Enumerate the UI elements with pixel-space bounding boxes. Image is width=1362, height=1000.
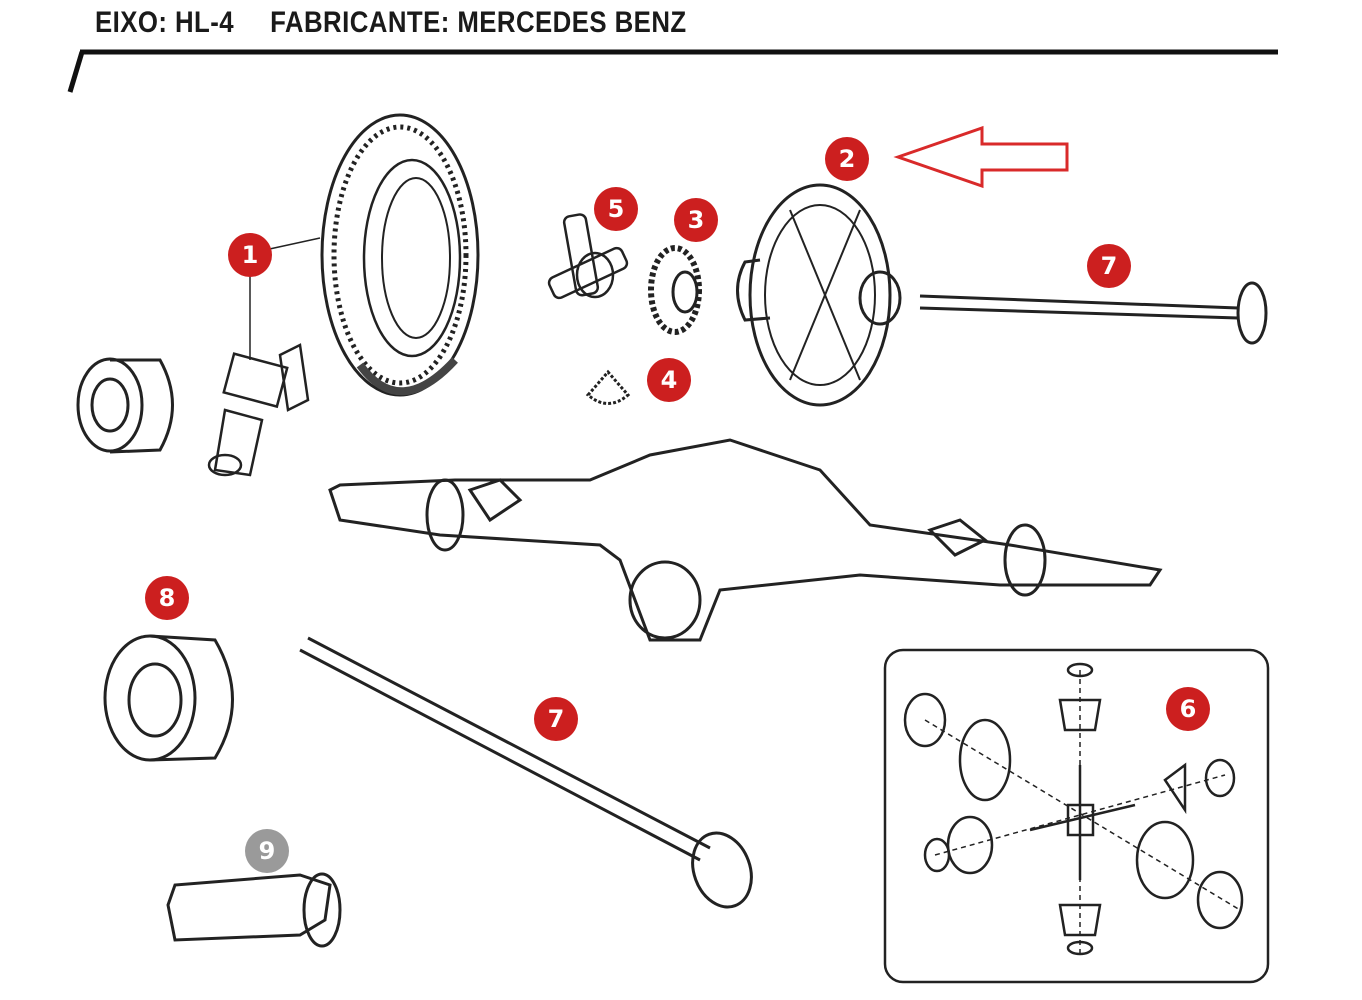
callout-3: 3 [674,198,718,242]
highlight-arrow-icon [893,125,1069,189]
side-gear [648,245,702,335]
axle-housing [328,438,1163,642]
callout-1: 1 [228,233,272,277]
callout-2: 2 [825,137,869,181]
planet-gear [585,369,631,405]
differential-inset-panel [883,648,1270,984]
axle-shaft-lower [299,636,753,909]
header-rule [67,49,1278,93]
callout-6: 6 [1166,687,1210,731]
manufacturer-label: FABRICANTE: MERCEDES BENZ [270,6,687,39]
spider-cross [547,213,629,300]
axle-shaft-upper [919,281,1268,345]
ring-gear [320,113,480,397]
lower-flange [103,634,234,762]
callout-4: 4 [647,358,691,402]
left-flange [76,357,174,454]
pinion-shaft [166,872,342,948]
header-title: EIXO: HL-4 FABRICANTE: MERCEDES BENZ [95,6,723,40]
callout-5: 5 [594,187,638,231]
differential-case [736,183,902,407]
callout-7a: 7 [1087,244,1131,288]
callout-9: 9 [245,829,289,873]
axle-label: EIXO: HL-4 [95,6,235,39]
callout-7b: 7 [534,697,578,741]
callout-8: 8 [145,576,189,620]
pinion-gear [207,265,310,477]
